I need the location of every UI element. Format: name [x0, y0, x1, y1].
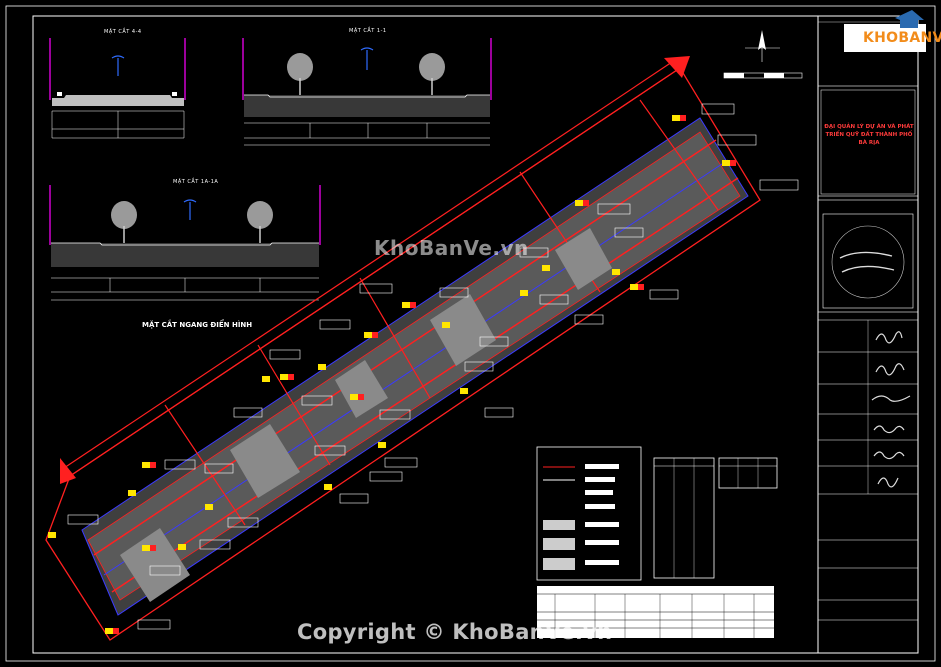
signature-icon	[877, 477, 899, 488]
section-1-1-title: MẶT CẮT 1-1	[349, 28, 387, 34]
logo-box	[844, 10, 926, 52]
street-lamp-icon	[360, 47, 374, 70]
site-plan	[45, 56, 799, 641]
coordinate-table-2	[718, 457, 778, 489]
tree-icon	[111, 201, 137, 243]
section-4-4	[49, 38, 186, 139]
section-4-4-title: MẶT CẮT 4-4	[104, 29, 142, 35]
tree-icon	[247, 201, 273, 243]
signature-icon	[875, 363, 905, 376]
drawing-frame	[32, 15, 919, 654]
tree-icon	[419, 53, 445, 95]
street-lamp-icon	[183, 199, 197, 220]
legend-box	[536, 446, 642, 581]
site-boundary	[45, 67, 761, 641]
street-lamp-icon	[111, 55, 125, 76]
title-block	[817, 15, 919, 621]
signature-icon	[873, 425, 905, 434]
tree-icon	[287, 53, 313, 95]
house-logo-icon	[895, 10, 924, 28]
north-arrow-icon	[745, 30, 780, 62]
arrow-head-sw	[60, 458, 76, 484]
arrow-head-ne	[664, 56, 690, 78]
logo-text: KHOBANVE	[863, 30, 941, 46]
sheet-border	[5, 5, 936, 662]
signature-icon	[871, 395, 911, 402]
section-1-1	[242, 38, 492, 146]
watermark-copyright: Copyright © KhoBanVe.vn	[297, 620, 613, 644]
khobanve-logo: KHOBANVE	[843, 25, 941, 53]
section-1a-1a	[49, 185, 321, 301]
road-statistics-table	[537, 586, 774, 638]
company-stamp	[822, 213, 914, 309]
project-title: ĐẠI QUẢN LÝ DỰ ÁN VÀ PHÁT TRIỂN QUỸ ĐẤT …	[824, 124, 914, 146]
coordinate-table-1	[653, 457, 715, 579]
label-callouts	[48, 103, 799, 634]
signature-icon	[873, 451, 905, 460]
watermark-center: KhoBanVe.vn	[374, 236, 529, 260]
typical-section-heading: MẶT CẮT NGANG ĐIỂN HÌNH	[142, 321, 253, 329]
section-1a-title: MẶT CẮT 1A-1A	[173, 179, 219, 185]
signature-icon	[875, 331, 903, 344]
scale-bar	[723, 72, 803, 79]
